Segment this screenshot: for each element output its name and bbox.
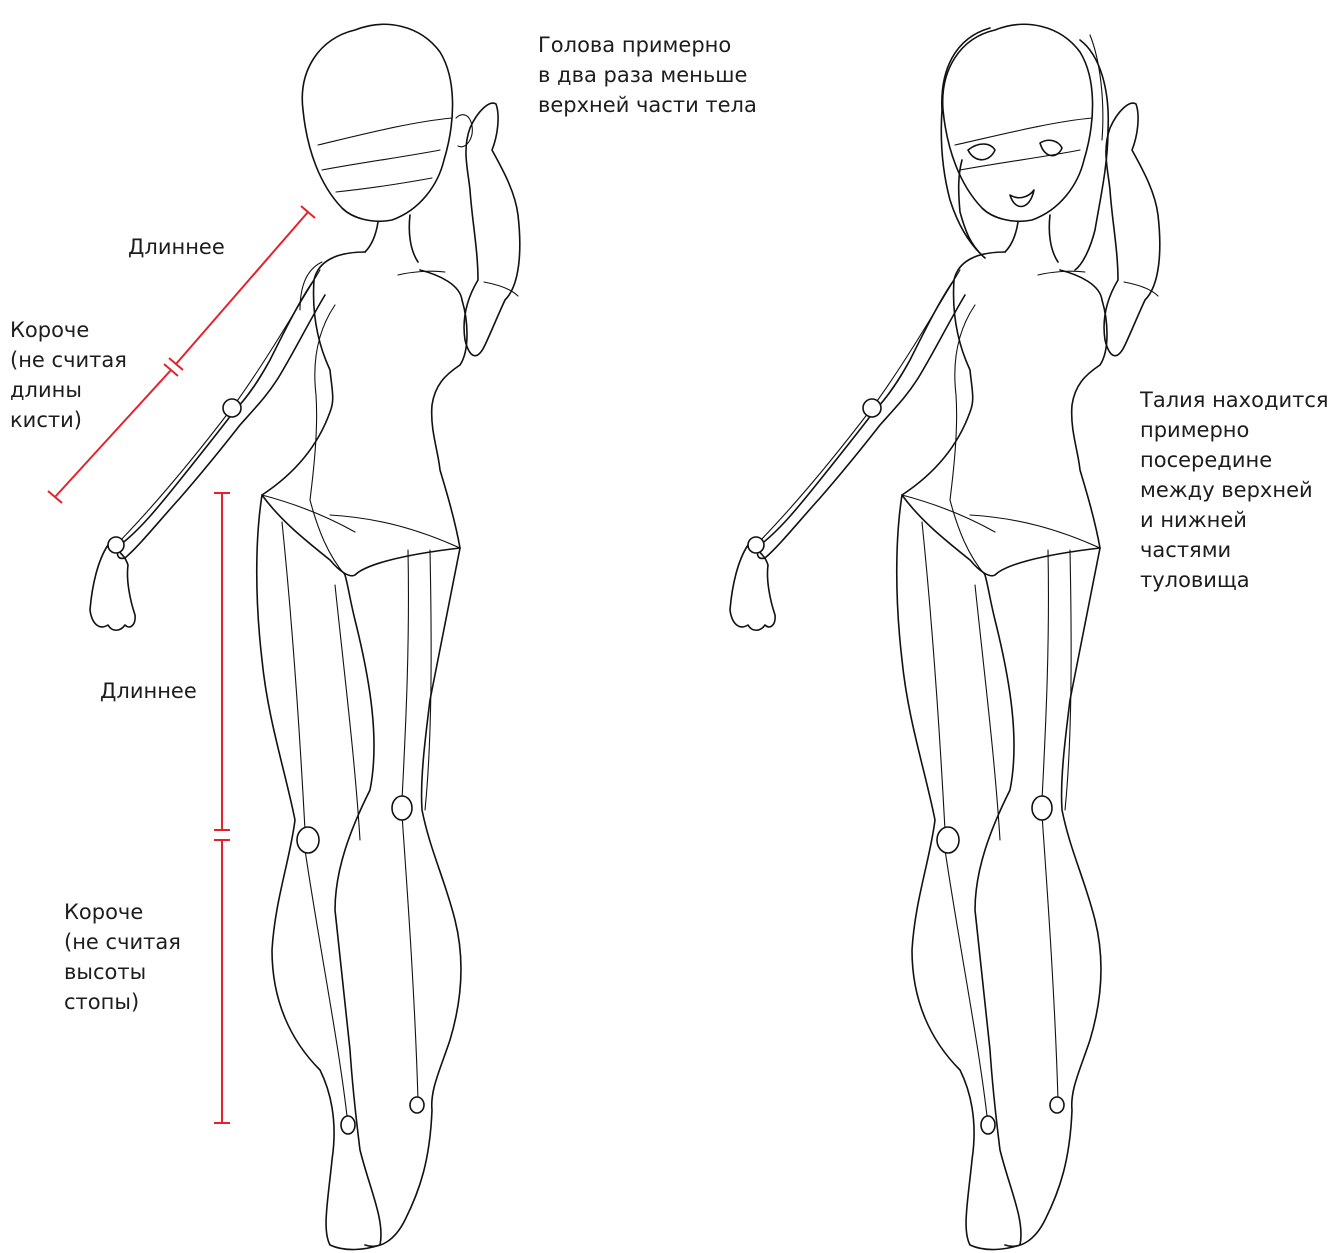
knee-joint xyxy=(392,796,412,820)
left-leg xyxy=(257,495,381,1250)
annotation-line: Короче xyxy=(10,315,127,345)
ankle-joint xyxy=(410,1097,424,1113)
mouth xyxy=(1010,190,1034,206)
waist-annotation: Талия находится примерно посередине межд… xyxy=(1140,385,1329,595)
shin-annotation: Короче (не считая высоты стопы) xyxy=(64,897,181,1017)
knee-joint xyxy=(297,827,319,853)
annotation-line: туловища xyxy=(1140,565,1329,595)
raised-arm xyxy=(1104,103,1160,356)
elbow-joint xyxy=(223,399,241,417)
annotation-line: высоты xyxy=(64,957,181,987)
wrist-joint xyxy=(748,537,764,553)
hand xyxy=(90,545,135,630)
annotation-line: в два раза меньше xyxy=(538,60,757,90)
annotation-line: примерно xyxy=(1140,415,1329,445)
figure-finished xyxy=(730,24,1160,1249)
knee-joint xyxy=(1032,796,1052,820)
annotation-line: частями xyxy=(1140,535,1329,565)
torso xyxy=(902,252,1107,576)
annotation-line: между верхней xyxy=(1140,475,1329,505)
head-sphere xyxy=(943,24,1093,221)
head-sphere xyxy=(302,24,452,221)
annotation-line: стопы) xyxy=(64,987,181,1017)
annotation-line: Голова примерно xyxy=(538,30,757,60)
wrist-joint xyxy=(108,537,124,553)
annotation-line: кисти) xyxy=(10,405,127,435)
right-leg xyxy=(365,548,461,1246)
annotation-line: (не считая xyxy=(64,927,181,957)
annotation-line: посередине xyxy=(1140,445,1329,475)
neck xyxy=(365,222,378,252)
annotation-line: (не считая xyxy=(10,345,127,375)
ankle-joint xyxy=(1050,1097,1064,1113)
forearm-annotation: Короче (не считая длины кисти) xyxy=(10,315,127,435)
eye xyxy=(1040,140,1062,155)
annotation-line: Короче xyxy=(64,897,181,927)
annotation-line: длины xyxy=(10,375,127,405)
thigh-annotation: Длиннее xyxy=(100,676,197,706)
annotation-line: Длиннее xyxy=(100,676,197,706)
eye xyxy=(968,144,995,160)
head-annotation: Голова примерно в два раза меньше верхне… xyxy=(538,30,757,120)
elbow-joint xyxy=(863,399,881,417)
ankle-joint xyxy=(341,1116,355,1134)
annotation-line: Длиннее xyxy=(128,232,225,262)
torso xyxy=(262,252,467,576)
annotation-line: Талия находится xyxy=(1140,385,1329,415)
upper-arm-annotation: Длиннее xyxy=(128,232,225,262)
left-leg xyxy=(897,495,1021,1250)
annotation-line: верхней части тела xyxy=(538,90,757,120)
hand xyxy=(730,545,775,630)
outstretched-arm xyxy=(758,280,965,558)
knee-joint xyxy=(937,827,959,853)
ankle-joint xyxy=(981,1116,995,1134)
annotation-line: и нижней xyxy=(1140,505,1329,535)
right-leg xyxy=(1005,548,1101,1246)
raised-arm xyxy=(464,103,520,356)
